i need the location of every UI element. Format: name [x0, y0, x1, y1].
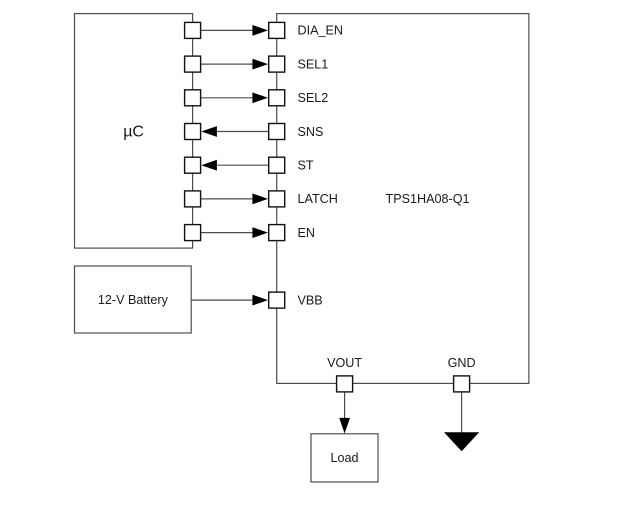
svg-text:EN: EN: [298, 226, 316, 240]
svg-text:GND: GND: [448, 356, 476, 370]
svg-text:TPS1HA08-Q1: TPS1HA08-Q1: [386, 192, 470, 206]
svg-text:ST: ST: [298, 158, 314, 172]
svg-text:Load: Load: [330, 451, 358, 465]
svg-text:SEL1: SEL1: [298, 57, 329, 71]
svg-text:VOUT: VOUT: [327, 356, 362, 370]
svg-text:SEL2: SEL2: [298, 91, 329, 105]
svg-text:LATCH: LATCH: [298, 192, 338, 206]
svg-text:SNS: SNS: [298, 125, 324, 139]
svg-text:µC: µC: [123, 124, 144, 141]
svg-text:VBB: VBB: [298, 293, 323, 307]
svg-text:DIA_EN: DIA_EN: [298, 24, 344, 38]
svg-text:12-V Battery: 12-V Battery: [98, 293, 169, 307]
